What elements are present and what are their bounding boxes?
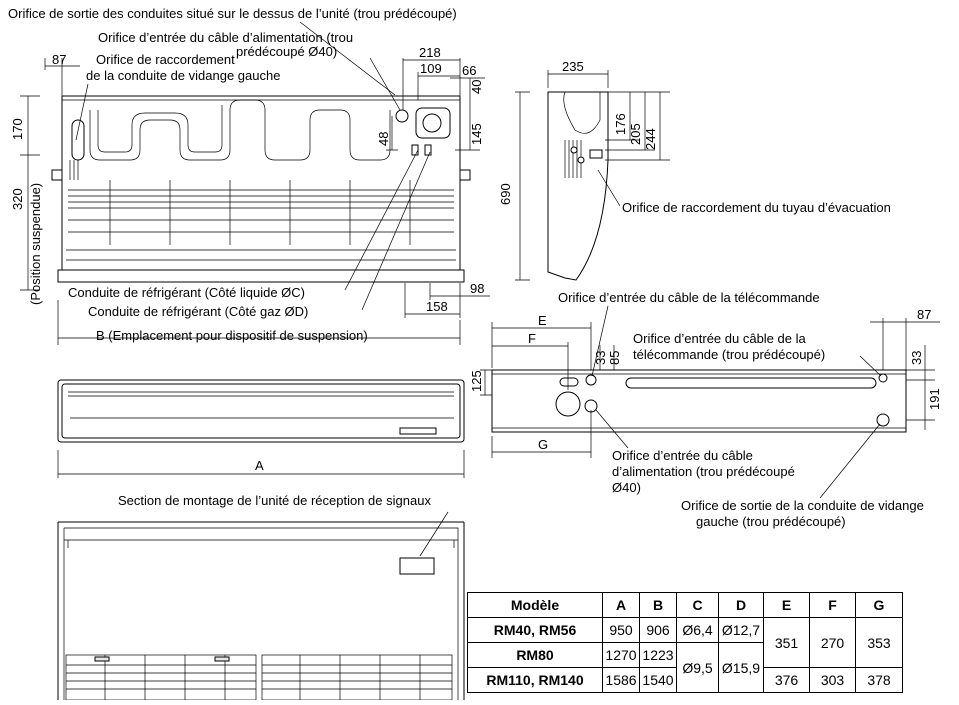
power-inlet-label-1: Orifice d’entrée du câble d’alimentation…	[98, 30, 353, 45]
power-inlet-b-label-3: Ø40)	[612, 480, 641, 495]
front-profile: A	[57, 379, 465, 478]
dim-158: 158	[426, 299, 448, 314]
dim-66: 66	[462, 63, 476, 78]
dim-244: 244	[643, 128, 658, 150]
dim-218: 218	[419, 45, 441, 60]
position-suspendue-label: (Position suspendue)	[28, 183, 43, 305]
header-cell: D	[718, 592, 764, 618]
dim-a: A	[255, 458, 264, 473]
table-row: RM80 1270 1223 Ø9,5 Ø15,9	[467, 642, 903, 693]
cell-e-top: 351	[763, 617, 810, 668]
left-drain-label-1: Orifice de raccordement	[96, 52, 235, 67]
header-cell: F	[809, 592, 856, 618]
dim-87b: 87	[917, 307, 931, 322]
refrig-gas-label: Conduite de réfrigérant (Côté gaz ØD)	[88, 304, 308, 319]
top-view-labels: Orifice d’entrée du câble de la télécomm…	[558, 290, 924, 529]
cell-c: Ø6,4	[676, 617, 719, 643]
dim-125: 125	[469, 370, 484, 392]
dim-235: 235	[562, 59, 584, 74]
dim-145: 145	[469, 123, 484, 145]
front-view	[51, 95, 471, 283]
cell-g-bottom: 378	[855, 667, 903, 693]
table-header-row: Modèle A B C D E F G	[467, 592, 903, 618]
header-cell: Modèle	[467, 592, 603, 618]
dim-176: 176	[613, 113, 628, 135]
power-inlet-b-label-1: Orifice d’entrée du câble	[612, 448, 753, 463]
remote-inlet-ko-label-2: télécommande (trou prédécoupé)	[633, 347, 825, 362]
top-view: E F G 33 85 125 87 33 191	[469, 307, 942, 458]
dim-320: 320	[10, 188, 25, 210]
spec-table: Modèle A B C D E F G RM40, RM56 950 906 …	[467, 592, 903, 693]
remote-inlet-label: Orifice d’entrée du câble de la télécomm…	[558, 290, 820, 305]
dim-690: 690	[498, 183, 513, 205]
cell-a: 1270	[602, 642, 640, 668]
left-drain-out-label-2: gauche (trou prédécoupé)	[696, 514, 846, 529]
drain-pipe-label: Orifice de raccordement du tuyau d’évacu…	[622, 200, 891, 215]
table-row: RM40, RM56 950 906 Ø6,4 Ø12,7 351 270 35…	[467, 617, 903, 668]
header-cell: B	[639, 592, 677, 618]
dim-87: 87	[52, 52, 66, 67]
dim-33b: 33	[909, 351, 924, 365]
power-inlet-label-2: prédécoupé Ø40)	[236, 44, 337, 59]
dim-205: 205	[628, 123, 643, 145]
header-cell: G	[855, 592, 903, 618]
front-view-labels: Orifice de sortie des conduites situé su…	[8, 6, 457, 343]
signal-section-label: Section de montage de l’unité de récepti…	[118, 493, 431, 508]
front-view-dimensions: 87 170 320 (Position suspendue) 218 109 …	[10, 45, 490, 345]
left-drain-label-2: de la conduite de vidange gauche	[86, 68, 280, 83]
dim-48: 48	[376, 132, 391, 146]
model-cell: RM110, RM140	[467, 667, 603, 693]
cell-a: 1586	[602, 667, 640, 693]
model-cell: RM80	[467, 642, 603, 668]
hanger-b-label: B (Emplacement pour dispositif de suspen…	[96, 328, 368, 343]
bottom-view: Section de montage de l’unité de récepti…	[57, 493, 465, 701]
dim-40: 40	[469, 80, 484, 94]
dim-g: G	[538, 437, 548, 452]
header-cell: A	[602, 592, 640, 618]
dim-170: 170	[10, 118, 25, 140]
dim-e: E	[538, 313, 547, 328]
cell-b: 1540	[639, 667, 677, 693]
dim-f: F	[528, 331, 536, 346]
dim-85: 85	[607, 351, 622, 365]
remote-inlet-ko-label-1: Orifice d’entrée du câble de la	[633, 331, 806, 346]
table-row: RM110, RM140 1586 1540 376 303 378	[467, 667, 903, 693]
dim-191: 191	[927, 388, 942, 410]
dim-98: 98	[470, 281, 484, 296]
cell-b: 1223	[639, 642, 677, 668]
cell-g-top: 353	[855, 617, 903, 668]
cell-d: Ø12,7	[718, 617, 764, 643]
header-cell: E	[763, 592, 810, 618]
model-cell: RM40, RM56	[467, 617, 603, 643]
dim-109: 109	[420, 61, 442, 76]
refrig-liquid-label: Conduite de réfrigérant (Côté liquide ØC…	[68, 285, 305, 300]
cell-a: 950	[602, 617, 640, 643]
cell-f-bottom: 303	[809, 667, 856, 693]
top-outlet-label: Orifice de sortie des conduites situé su…	[8, 6, 457, 21]
cell-e-bottom: 376	[763, 667, 810, 693]
side-view: 235 690 176 205 244 Orifice de raccordem…	[498, 59, 891, 281]
cell-b: 906	[639, 617, 677, 643]
cell-d-merged: Ø15,9	[718, 642, 764, 693]
header-cell: C	[676, 592, 719, 618]
cell-f-top: 270	[809, 617, 856, 668]
cell-c-merged: Ø9,5	[676, 642, 719, 693]
left-drain-out-label-1: Orifice de sortie de la conduite de vida…	[681, 498, 924, 513]
power-inlet-b-label-2: d’alimentation (trou prédécoupé	[612, 464, 795, 479]
